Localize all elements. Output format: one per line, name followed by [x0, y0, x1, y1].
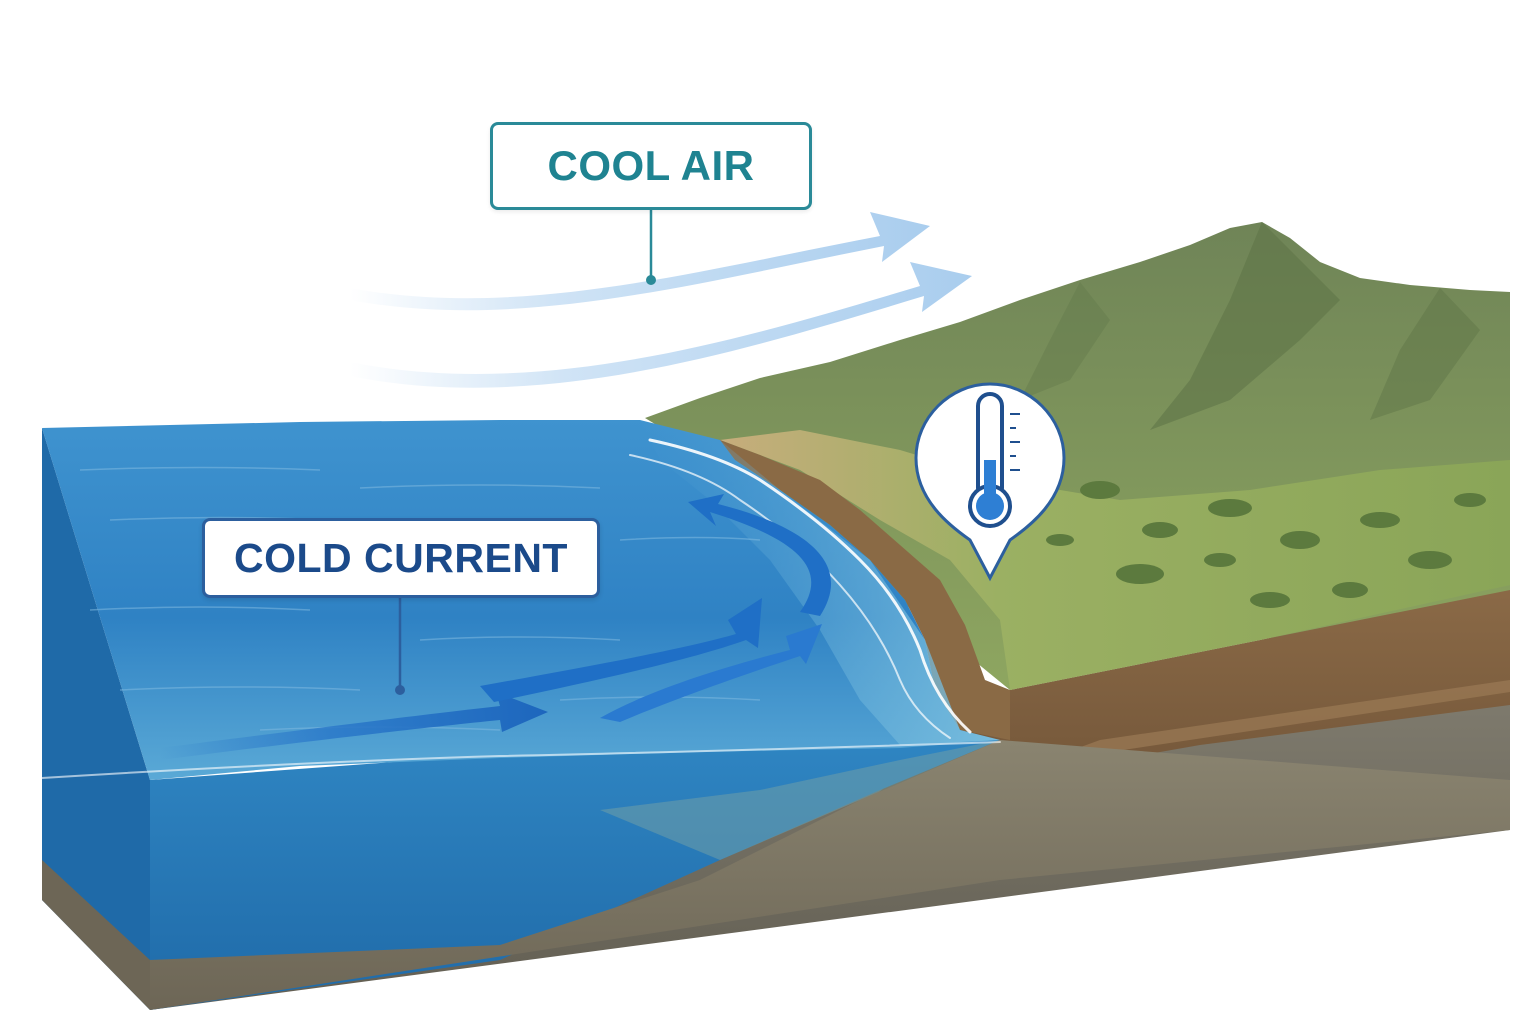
- cool-air-label: COOL AIR: [490, 122, 812, 210]
- coastal-cliff: [720, 440, 1010, 740]
- current-arrow-lower: [600, 624, 822, 722]
- current-arrow-main: [160, 692, 548, 760]
- shrubs: [1046, 481, 1486, 608]
- air-flow-arrow-upper: [350, 212, 930, 311]
- air-flow-arrow-lower: [350, 262, 972, 388]
- continental-shelf: [150, 740, 1510, 1010]
- thermometer-icon: [968, 392, 1020, 528]
- mountain-ridge-shadow: [1150, 222, 1340, 430]
- current-arrow-curve: [688, 494, 832, 616]
- coastal-plain: [720, 430, 1510, 690]
- cool-air-arrows: [350, 212, 972, 388]
- cold-current-leader-dot: [395, 685, 405, 695]
- shelf-layer: [600, 740, 1000, 860]
- thermometer-marker: [914, 382, 1066, 582]
- cold-current-label: COLD CURRENT: [202, 518, 600, 598]
- water-texture: [79, 466, 761, 731]
- cool-air-leader-dot: [646, 275, 656, 285]
- seabed-front: [42, 860, 150, 1010]
- ocean-block: [41, 420, 1510, 1010]
- soil-stripe: [880, 680, 1510, 832]
- mountain-ridge-shadow-3: [1020, 282, 1110, 400]
- surf-lines: [41, 438, 1001, 779]
- leader-lines: [395, 210, 656, 695]
- ocean-front-face: [42, 428, 150, 1010]
- cold-current-arrows: [160, 494, 832, 760]
- mountain-ridge-shadow-2: [1370, 288, 1480, 420]
- current-arrow-mid: [480, 598, 762, 702]
